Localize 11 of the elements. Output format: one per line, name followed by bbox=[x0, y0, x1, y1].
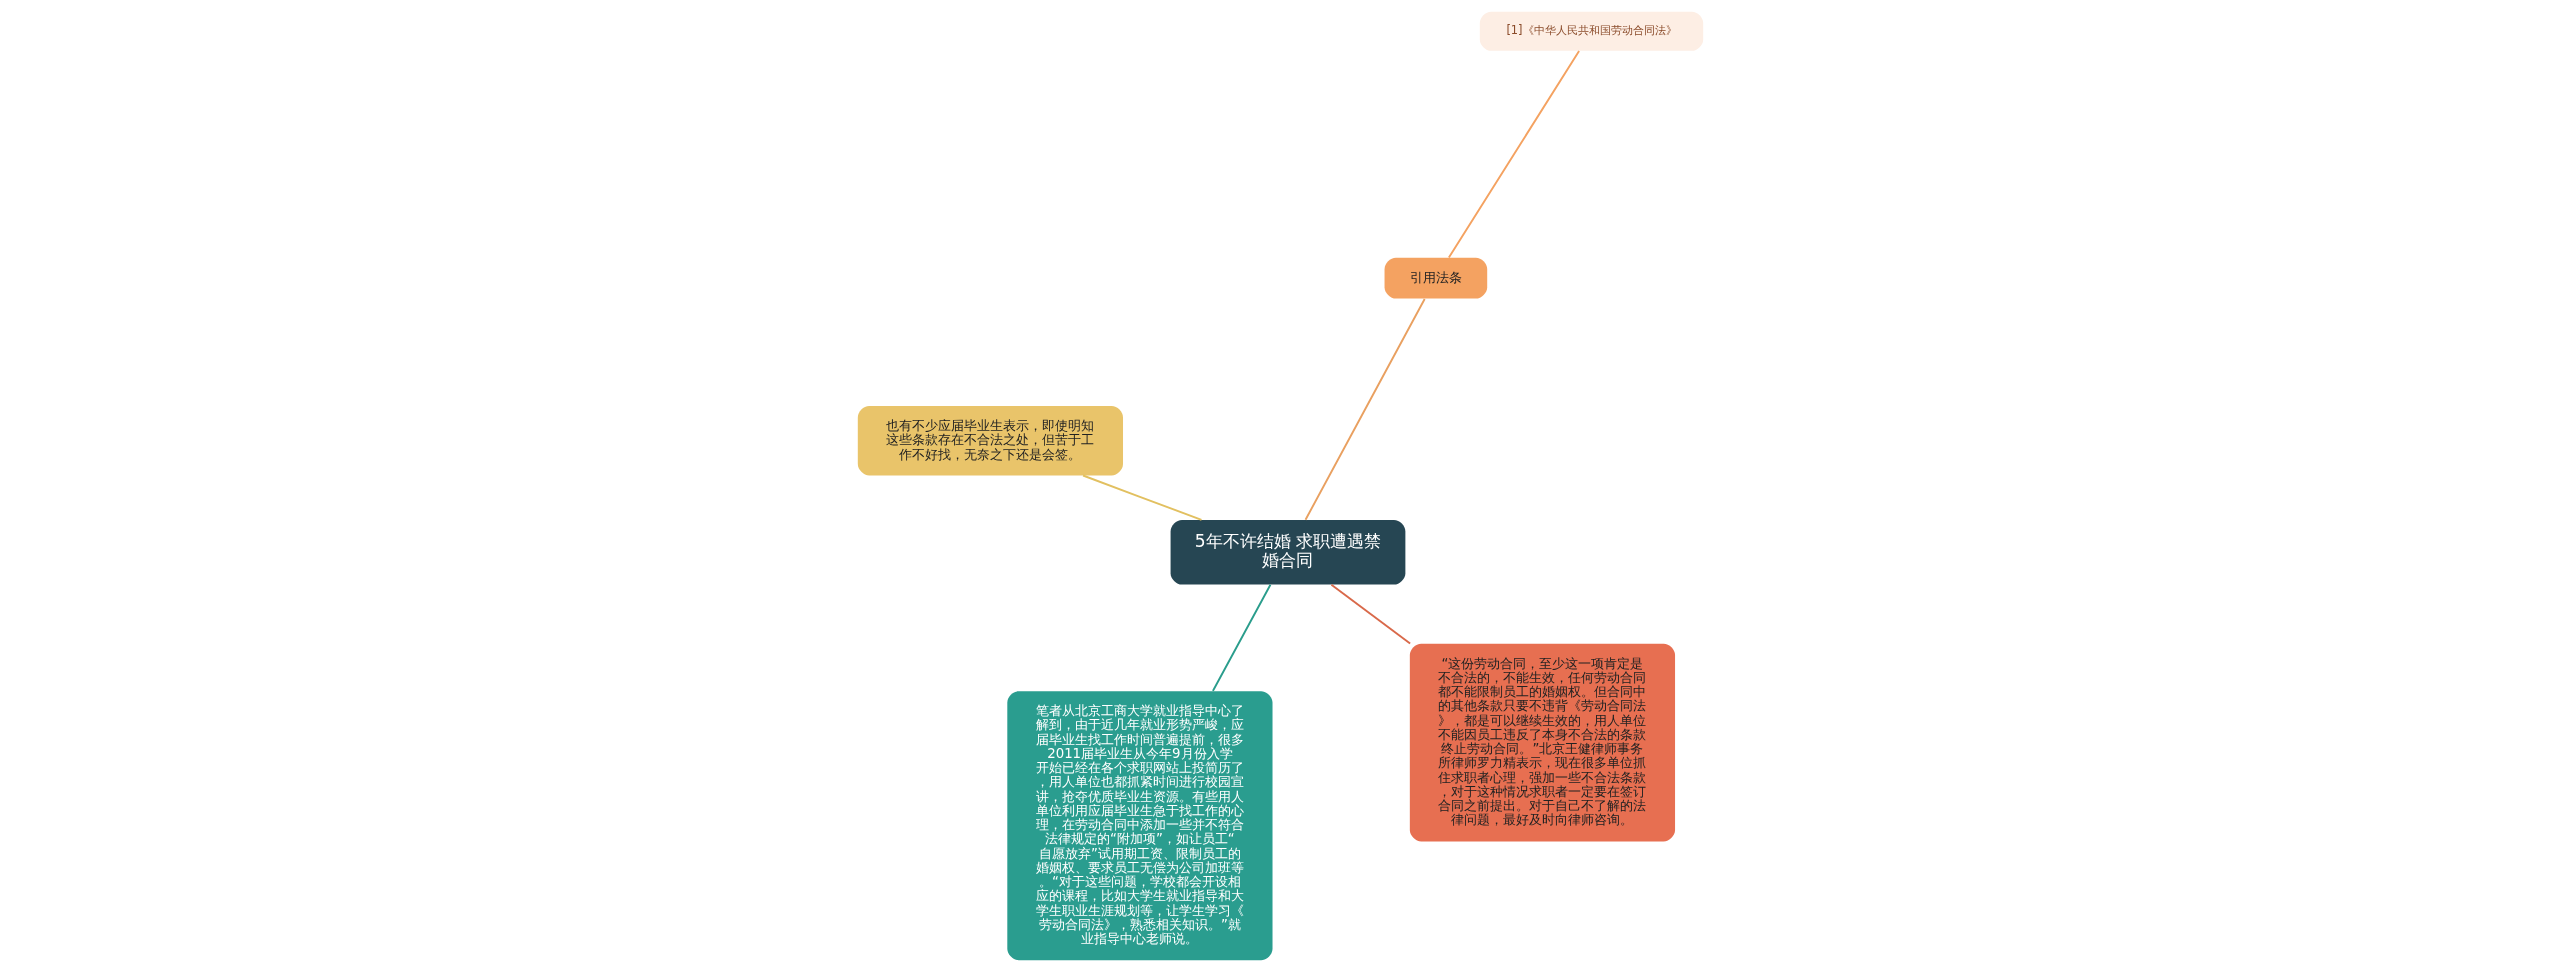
node-box: “这份劳动合同，至少这一项肯定是不合法的，不能生效，任何劳动合同都不能限制员工的婚姻权。但合同中的其他条款只要不违背《劳动合同法》，都是可以继续生效的，用人单位不能因员工违反了本身不合法的条款终止劳动合同。”北京王健律师事务所律师罗力精表示，现在很多单位抓住求职者心理，强加一些不合法条款，对于这种情况求职者一定要在签订合同之前提出。对于自己不了解的法律问题，最好及时向律师咨询。 bbox=[1409, 643, 1675, 842]
connector bbox=[1211, 583, 1271, 692]
connector bbox=[1304, 298, 1426, 521]
node-box: 笔者从北京工商大学就业指导中心了解到，由于近几年就业形势严峻，应届毕业生找工作时间普遍提前，很多2011届毕业生从今年9月份入学开始已经在各个求职网站上投简历了，用人单位也都抓紧时间进行校园宣讲，抢夺优质毕业生资源。有些用人单位利用应届毕业生急于找工作的心理，在劳动合同中添加一些并不符合法律规定的“附加项”，如让员工“自愿放弃”试用期工资、限制员工的婚姻权、要求员工无偿为公司加班等。“对于这些问题，学校都会开设相应的课程，比如大学生就业指导和大学生职业生涯规划等，让学生学习《劳动合同法》，熟悉相关知识。”就业指导中心老师说。 bbox=[1006, 691, 1272, 961]
node-box: 5年不许结婚 求职遭遇禁婚合同 bbox=[1170, 519, 1405, 585]
node-box: 引用法条 bbox=[1384, 257, 1487, 299]
node-box: 也有不少应届毕业生表示，即使明知这些条款存在不合法之处，但苦于工作不好找，无奈之下还是会签。 bbox=[857, 406, 1123, 476]
connector bbox=[1447, 50, 1580, 259]
node-box: [1]《中华人民共和国劳动合同法》 bbox=[1479, 11, 1703, 51]
connector bbox=[1081, 474, 1202, 521]
connector bbox=[1330, 583, 1411, 645]
